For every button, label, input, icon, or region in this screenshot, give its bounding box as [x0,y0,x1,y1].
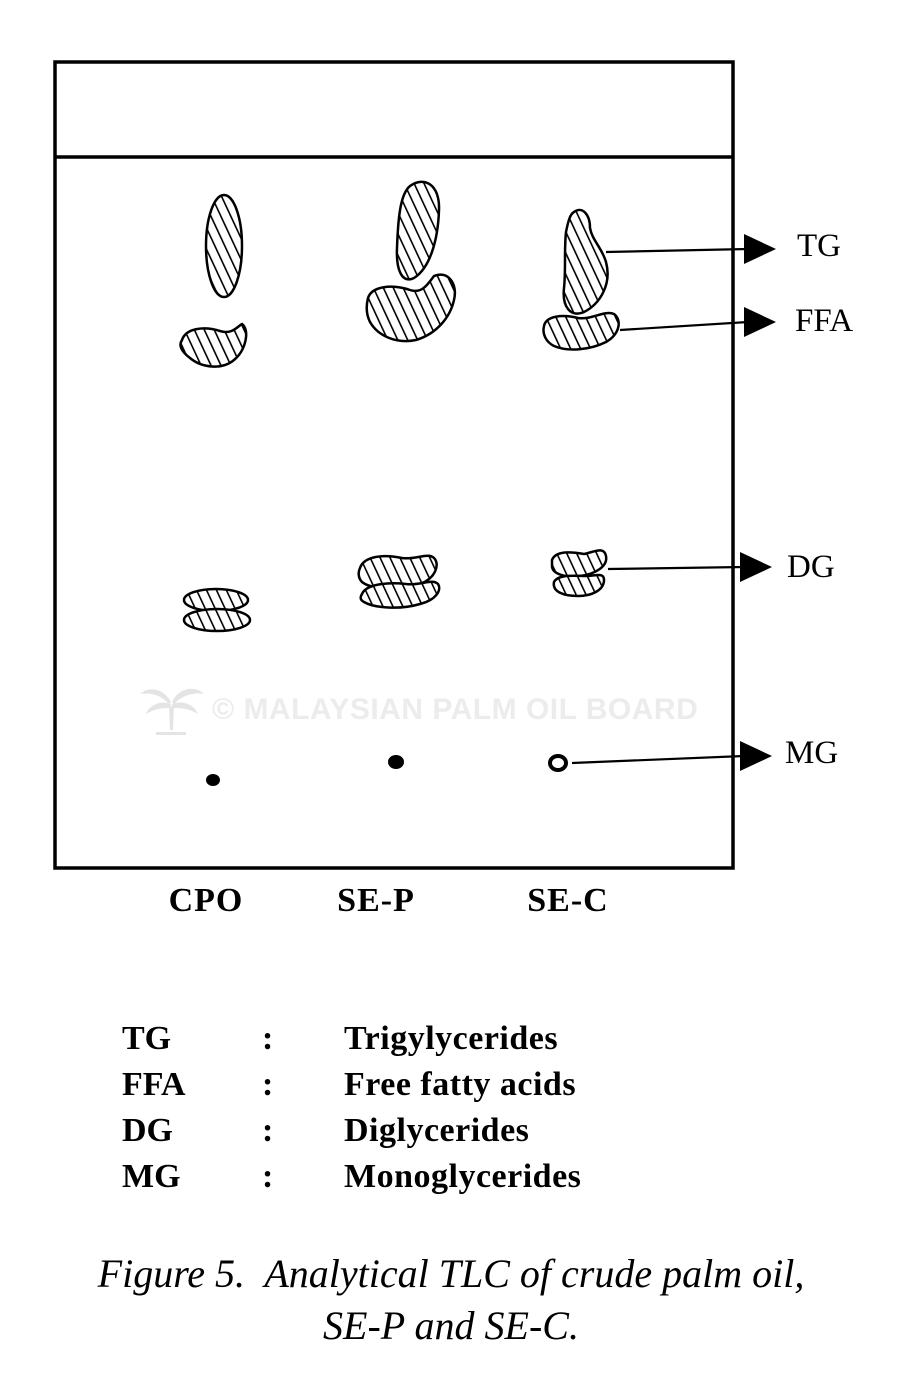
spot-sec-dg-upper [550,549,608,578]
arrow-label-tg: TG [797,228,841,264]
legend-description: Trigylycerides [344,1020,559,1057]
legend-abbr: MG [122,1158,181,1195]
arrow-dg [607,565,745,571]
spot-sec-ffa [542,311,620,351]
legend-description: Free fatty acids [344,1066,577,1103]
figure-caption: Figure 5. Analytical TLC of crude palm o… [0,1248,902,1352]
spot-cpo-dg-upper [182,587,250,613]
legend-abbr: TG [122,1020,172,1057]
legend-separator: : [262,1020,274,1057]
arrow-label-dg: DG [787,549,835,585]
spot-sep-ffa [365,273,457,343]
spot-sep-dg-lower [359,580,441,609]
tlc-plate [53,60,735,870]
legend-separator: : [262,1112,274,1149]
spot-cpo-ffa [179,322,248,368]
spot-cpo-tg [204,193,244,299]
legend-row-mg: MG : Monoglycerides [122,1154,682,1200]
spot-sep-mg [388,755,404,769]
legend-abbr: FFA [122,1066,186,1103]
legend: TG : Trigylycerides FFA : Free fatty aci… [122,1016,682,1200]
legend-description: Monoglycerides [344,1158,582,1195]
lane-label-cpo: CPO [168,882,244,919]
spot-sec-dg-lower [552,573,606,598]
arrowhead-dg [740,552,772,582]
legend-abbr: DG [122,1112,173,1149]
spot-cpo-mg [206,774,220,786]
lane-label-sep: SE-P [337,882,415,919]
arrow-label-ffa: FFA [795,303,854,339]
caption-line-2: SE-P and SE-C. [323,1303,579,1348]
arrow-tg [605,247,749,254]
legend-row-dg: DG : Diglycerides [122,1108,682,1154]
spot-sec-mg [548,754,568,772]
spot-cpo-dg-lower [182,607,252,633]
legend-row-tg: TG : Trigylycerides [122,1016,682,1062]
spot-sep-tg [395,180,441,281]
spot-sep-dg-upper [357,554,438,590]
caption-line-1: Figure 5. Analytical TLC of crude palm o… [97,1251,805,1296]
arrow-mg [571,754,745,765]
spot-sec-tg [562,208,609,315]
arrowhead-tg [744,234,776,264]
legend-separator: : [262,1066,274,1103]
lane-label-sec: SE-C [527,882,609,919]
arrow-ffa [619,320,749,332]
arrowhead-ffa [744,307,776,337]
arrowhead-mg [740,741,772,771]
legend-row-ffa: FFA : Free fatty acids [122,1062,682,1108]
legend-separator: : [262,1158,274,1195]
legend-description: Diglycerides [344,1112,530,1149]
arrow-label-mg: MG [785,735,839,771]
